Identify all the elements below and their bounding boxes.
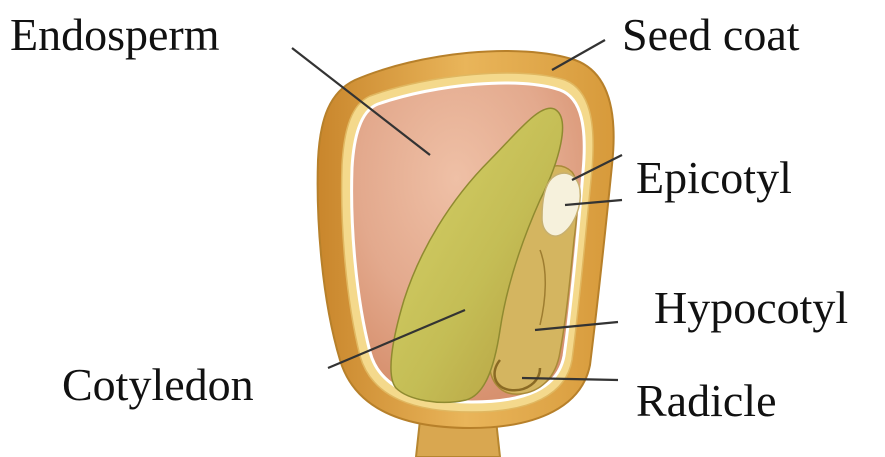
radicle-label: Radicle [636,378,777,424]
cotyledon-label: Cotyledon [62,362,254,408]
hypocotyl-label: Hypocotyl [654,285,848,331]
seed-coat-label: Seed coat [622,12,800,58]
epicotyl-label: Epicotyl [636,155,792,201]
endosperm-label: Endosperm [10,12,220,58]
